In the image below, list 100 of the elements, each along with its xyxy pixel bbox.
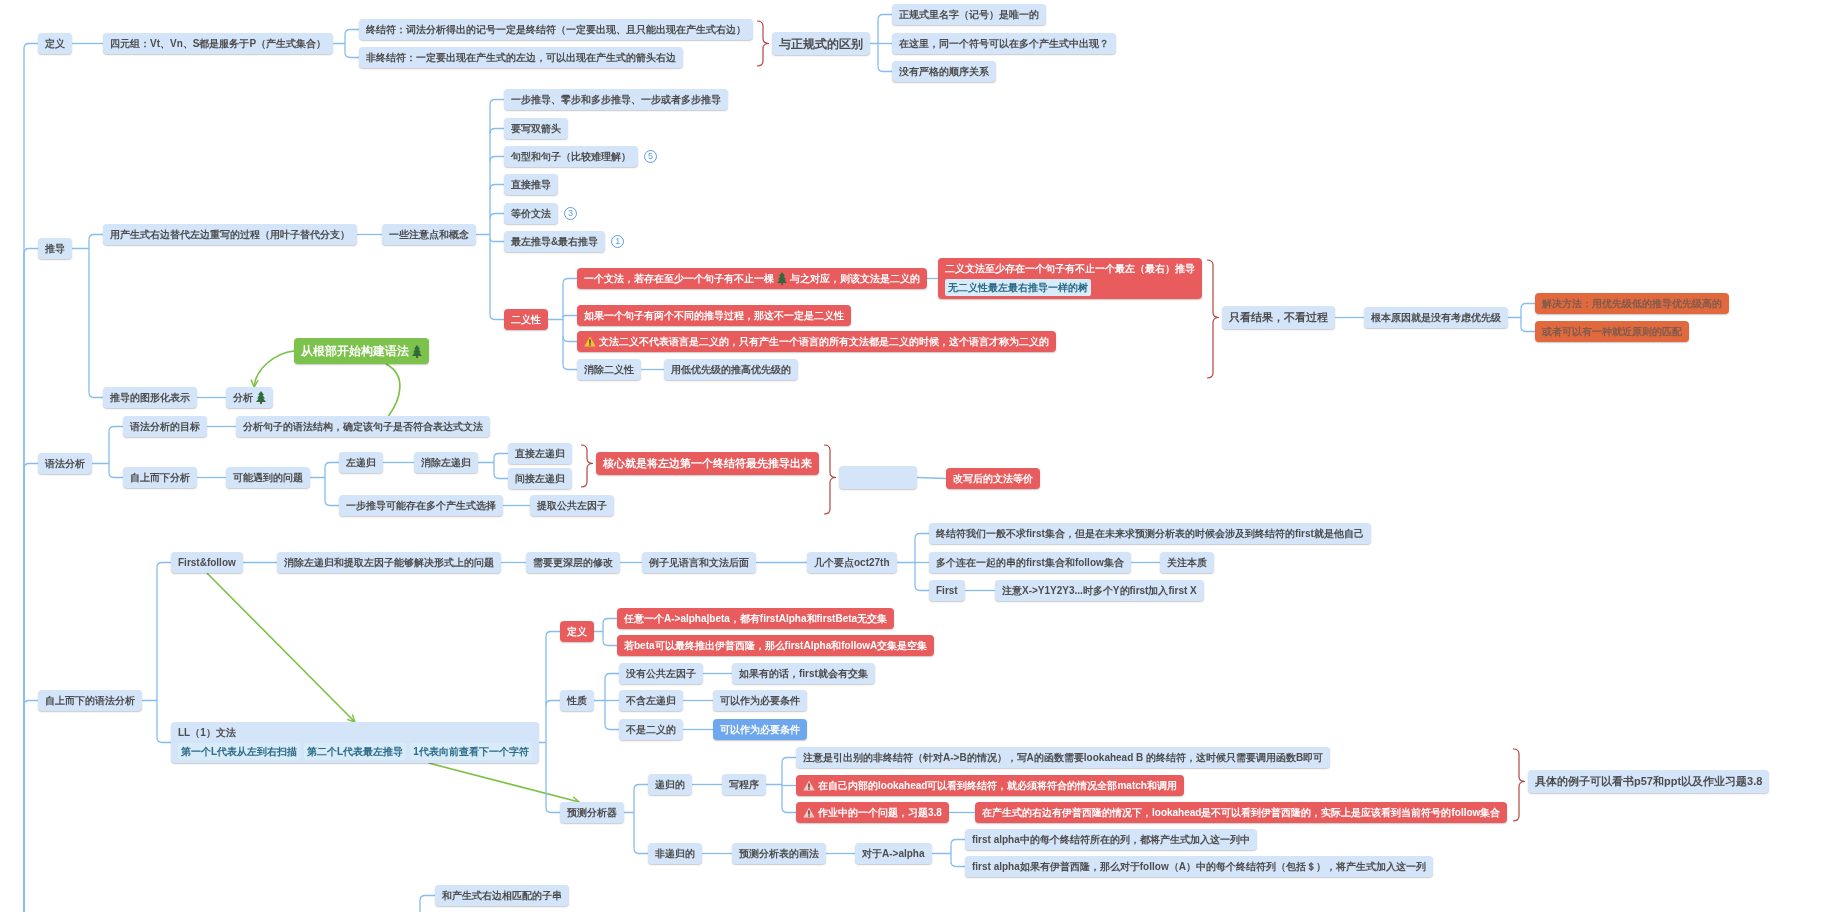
topic-text: 如果一个句子有两个不同的推导过程，那这不一定是二义性 [584,309,844,323]
topic-text: 改写后的文法等价 [953,472,1033,486]
connector-line [702,672,733,675]
topic-box [226,467,310,488]
topic-text: 四元组：Vt、Vn、S都是服务于P（产生式集合） [110,37,327,51]
connector-line [196,476,227,479]
connector-line [489,183,505,191]
topic-text: 写程序 [729,778,759,792]
topic-box [359,47,683,68]
topic-box [504,203,558,224]
connector-line [385,363,401,417]
summary-topic [839,466,917,489]
topic-box [929,523,1371,544]
topic-box [530,495,614,516]
connector-line [489,127,505,135]
topic-label: 第二个L代表最左推导 [304,743,407,760]
topic-box [38,33,72,54]
connector-line [701,852,733,855]
connector-line [914,532,930,540]
topic-text: 一些注意点和概念 [389,228,469,242]
connector-line [640,368,665,371]
topic-text: 消除左递归和提取左因子能够解决形式上的问题 [284,556,494,570]
connector-line [23,699,39,912]
topic-text: 对于A->alpha [862,847,925,861]
topic-box [965,829,1257,850]
topic-text: 几个要点oct27th [814,556,890,570]
topic-text: 预测分析器 [567,806,617,820]
connector-line [765,761,783,809]
connector-line [825,852,856,855]
topic-box [504,89,728,110]
topic-box [123,416,207,437]
topic-text: 非终结符：一定要出现在产生式的左边，可以出现在产生式的箭头右边 [366,51,676,65]
topic-box [807,552,897,573]
connector-line [71,42,104,45]
topic-box [508,443,572,464]
topic-text: 可以作为必要条件 [720,694,800,708]
highlighted-topic [577,268,927,289]
topic-text: 在这里，同一个符号可以在多个产生式中出现？ [899,37,1109,51]
highlighted-topic [975,802,1508,823]
topic-text: 预测分析表的画法 [739,847,819,861]
connector-line [156,561,172,569]
connector-line [1334,316,1365,319]
topic-box [732,663,875,684]
topic-box [277,552,501,573]
connector-line [1507,307,1522,328]
topic-text: 提取公共左因子 [537,499,607,513]
highlighted-topic [617,608,895,629]
topic-label: 无二义性最左最右推导一样的树 [945,279,1091,296]
topic-text: 不含左递归 [626,694,676,708]
connector-line [489,155,505,163]
topic-box [929,580,965,601]
topic-text: 注意X->Y1Y2Y3...时多个Y的first加入first X [1002,584,1197,598]
connector-line [309,466,326,502]
connector-line [682,699,714,702]
connector-line [895,537,916,587]
floating-topic [294,338,429,364]
connector-line [344,28,360,36]
connector-line [950,838,966,846]
topic-text: 在产生式的右边有伊普西隆的情况下，lookahead是不可以看到伊普西隆的，实际上是应该看到当前符号的follow集合 [982,806,1501,820]
connector-line [593,677,606,726]
connector-line [964,589,996,592]
topic-box [642,552,756,573]
topic-box [171,552,243,573]
topic-text: 定义 [45,37,65,51]
topic-text: first alpha如果有伊普西隆，那么对于follow（A）中的每个终结符列（包括＄），将产生式加入这一列 [972,860,1426,874]
connector-line [1130,561,1161,564]
topic-text: 与正规式的区别 [779,35,863,53]
topic-box [648,774,692,795]
highlighted-topic [1535,293,1729,314]
highlighted-topic [577,331,1056,352]
topic-box [648,843,702,864]
connector-line [877,13,893,21]
connector-line [755,561,808,564]
topic-text: 左递归 [346,456,376,470]
topic-box [1364,307,1508,328]
topic-box [504,231,606,252]
topic-text: 间接左递归 [515,472,565,486]
topic-box [1160,552,1214,573]
topic-box [504,118,568,139]
topic-box [226,387,273,408]
topic-box [38,690,142,711]
connector-line [242,561,278,564]
topic-box [965,856,1433,877]
connector-line [538,635,547,809]
topic-box [796,747,1331,768]
topic-text: 等价文法 [511,207,551,221]
topic-box [664,359,798,380]
topic-text: 终结符我们一般不求first集合，但是在未来求预测分析表的时候会涉及到终结符的first就是他自己 [936,527,1364,541]
topic-box [382,224,476,245]
connector-line [475,103,491,316]
connector-line [619,561,643,564]
connector-line [781,756,797,764]
topic-text: first alpha中的每个终结符所在的列，都将产生式加入这一列中 [972,833,1250,847]
connector-line [562,314,578,319]
topic-box [414,452,478,473]
topic-text: 语法分析的目标 [130,420,200,434]
topic-box [722,774,766,795]
topic-box [103,224,357,245]
topic-box [526,552,620,573]
connector-line [196,396,227,399]
